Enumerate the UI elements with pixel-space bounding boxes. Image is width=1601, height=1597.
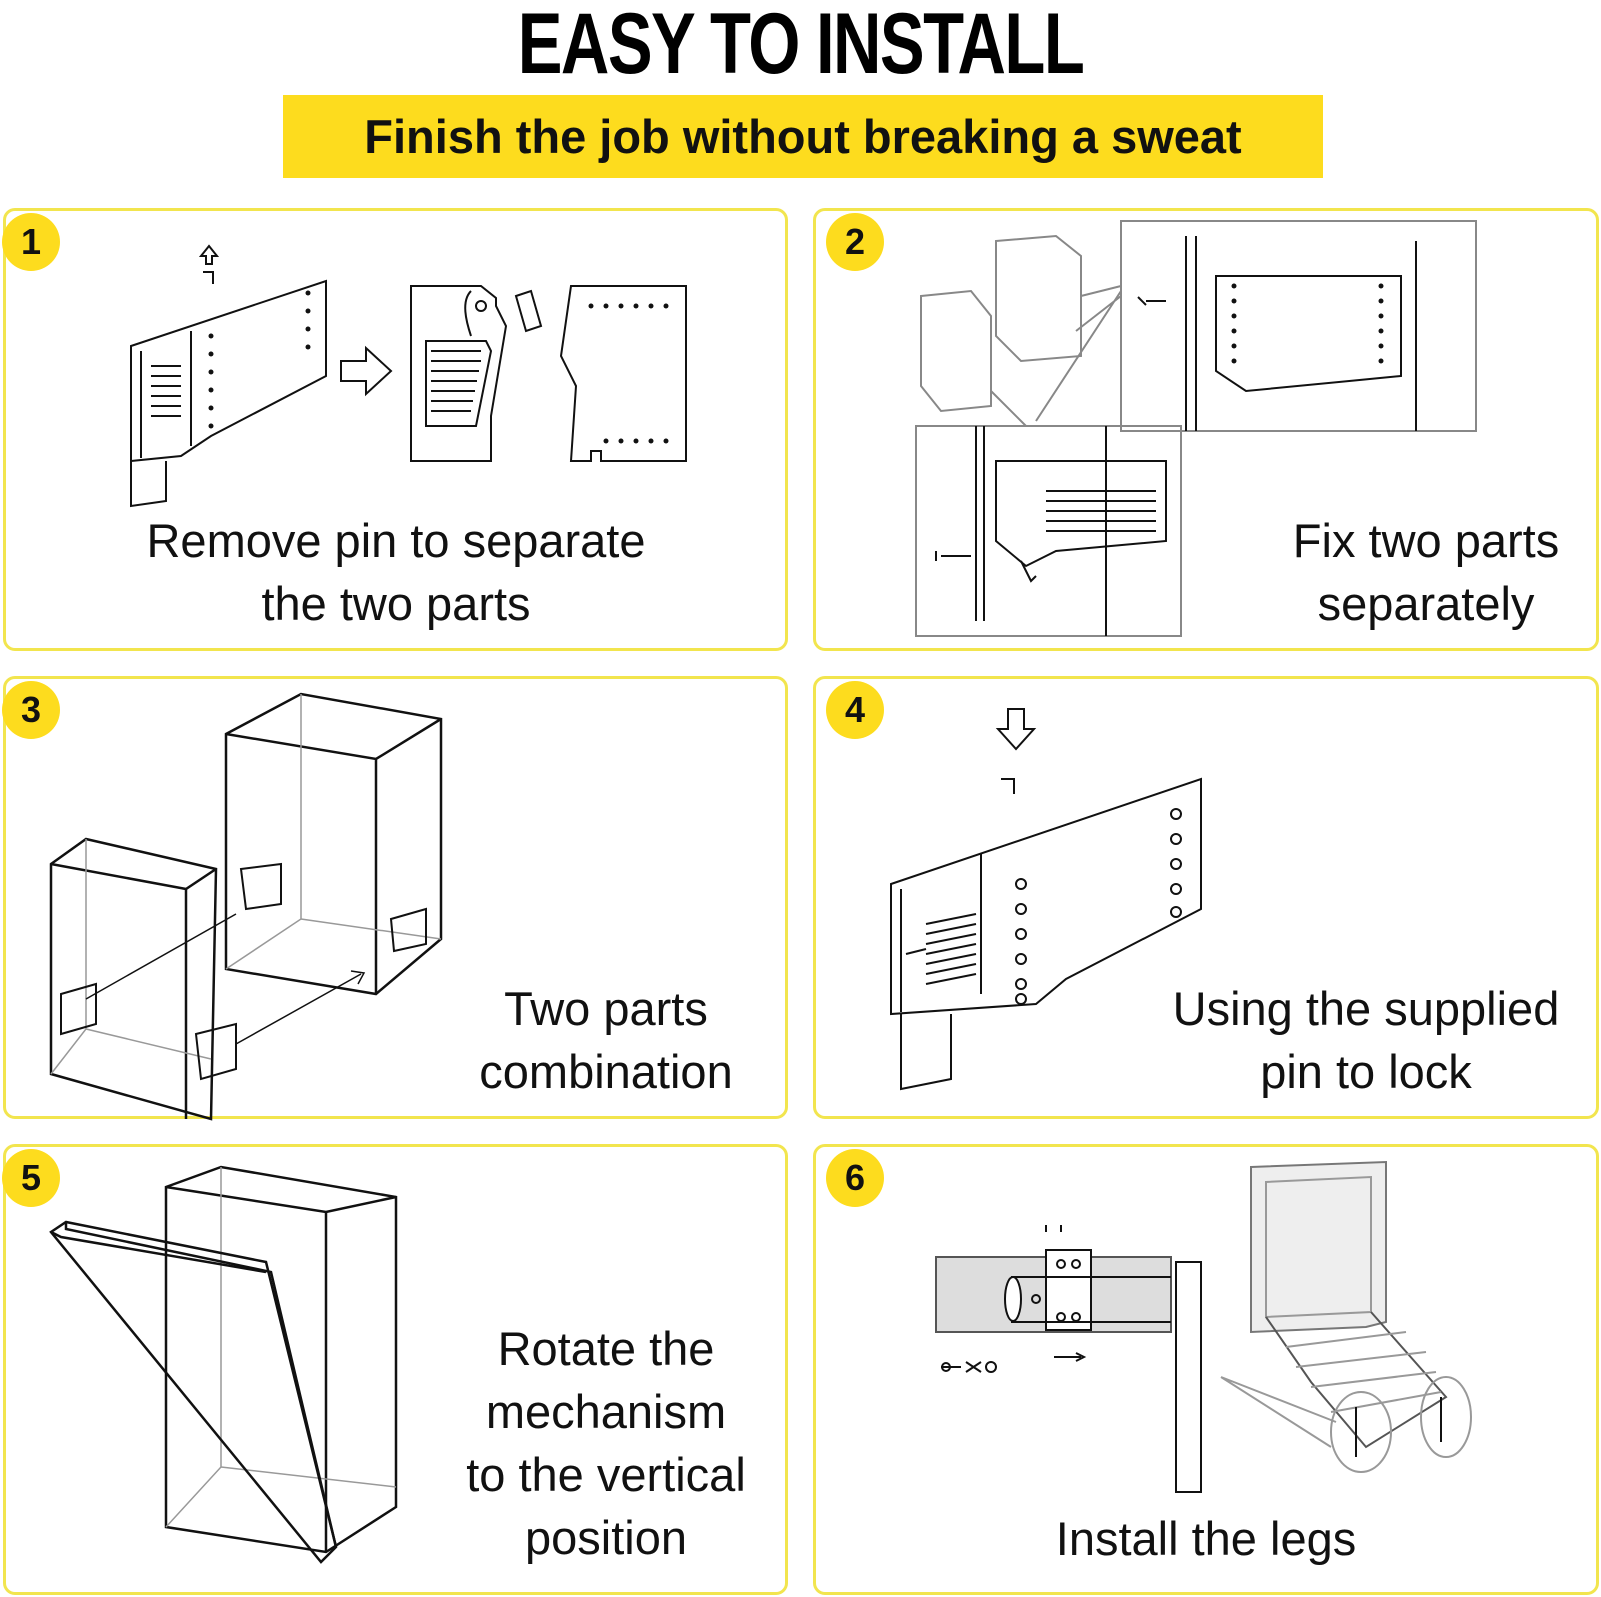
step-number-badge: 3 [2,681,60,739]
step-2-caption-line: Fix two parts [1292,514,1560,567]
step-5-caption: Rotate the mechanism to the vertical pos… [436,1317,776,1569]
step-3-illustration [46,689,466,1109]
step-6-panel: 6 Install the legs [813,1144,1599,1595]
step-2-panel: 2 Fix two parts separately [813,208,1599,651]
step-1-caption: Remove pin to separate the two parts [66,509,726,635]
step-5-panel: 5 Rotate the mechanism to the vertical p… [2,1144,788,1595]
step-5-caption-line: to the vertical [466,1448,746,1501]
step-5-caption-line: mechanism [485,1385,727,1438]
step-number-badge: 4 [826,681,884,739]
step-6-caption-line: Install the legs [1055,1512,1357,1565]
step-1-caption-line: Remove pin to separate [146,514,646,567]
step-4-caption-line: pin to lock [1260,1045,1472,1098]
step-number-badge: 1 [2,213,60,271]
page-title: EASY TO INSTALL [517,0,1085,92]
step-number-badge: 6 [826,1149,884,1207]
step-1-panel: 1 Remove pin to separate the two parts [2,208,788,651]
step-number-badge: 2 [826,213,884,271]
step-2-caption-line: separately [1317,577,1535,630]
step-2-caption: Fix two parts separately [1256,509,1596,635]
step-6-illustration [936,1157,1496,1517]
step-4-caption: Using the supplied pin to lock [1156,977,1576,1103]
step-number-badge: 5 [2,1149,60,1207]
subtitle-banner: Finish the job without breaking a sweat [283,95,1323,178]
step-5-illustration [46,1167,406,1567]
step-3-panel: 3 Two parts combination [2,676,788,1119]
step-6-caption: Install the legs [996,1507,1416,1570]
step-3-caption-line: combination [479,1045,733,1098]
step-4-illustration [886,694,1236,1104]
step-3-caption-line: Two parts [504,982,708,1035]
subtitle-text: Finish the job without breaking a sweat [364,110,1242,163]
step-3-caption: Two parts combination [446,977,766,1103]
step-5-caption-line: Rotate the [497,1322,715,1375]
step-5-caption-line: position [525,1511,687,1564]
step-4-panel: 4 Using the supplied pin to lock [813,676,1599,1119]
step-1-caption-line: the two parts [261,577,531,630]
step-2-illustration [916,221,1476,641]
step-4-caption-line: Using the supplied [1172,982,1560,1035]
step-1-illustration [121,236,701,506]
